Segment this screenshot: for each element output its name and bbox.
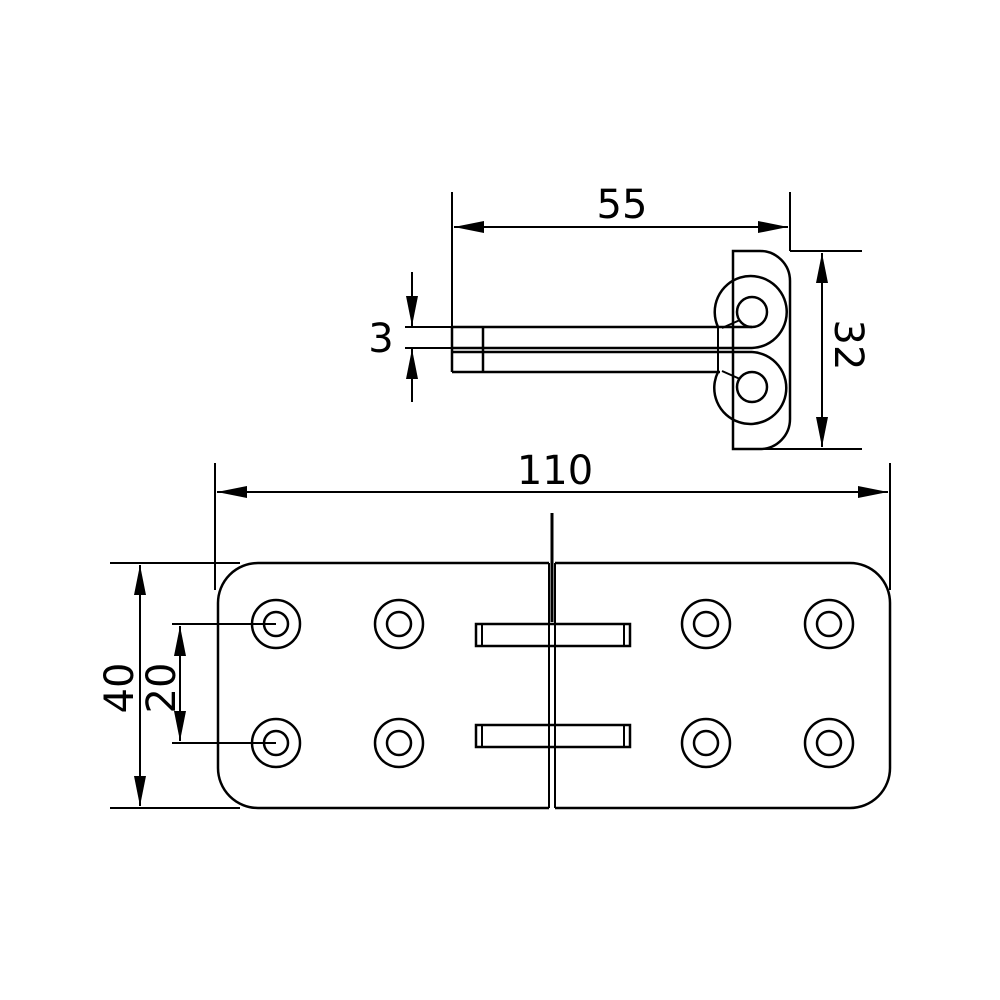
side-view: 55 32 3 (368, 182, 871, 451)
dimension-label-55: 55 (597, 182, 648, 228)
screw-hole (680, 717, 732, 769)
dimension-label-110: 110 (517, 448, 593, 494)
dimension-label-40: 40 (97, 663, 143, 714)
screw-hole (373, 598, 425, 650)
dimension-length-55: 55 (451, 182, 791, 327)
knuckle-slot (474, 723, 632, 749)
dimension-label-3: 3 (368, 316, 393, 362)
screw-hole (803, 717, 855, 769)
dimension-label-32: 32 (825, 320, 871, 371)
dimension-height-32: 32 (760, 250, 871, 450)
dimension-width-110: 110 (214, 448, 891, 590)
bracket-back (731, 249, 792, 451)
screw-hole (803, 598, 855, 650)
dimension-height-40: 40 (97, 562, 240, 809)
dimension-label-20: 20 (139, 663, 185, 714)
leaf-plates-side (450, 325, 752, 374)
screw-hole (373, 717, 425, 769)
knuckle-slot (474, 622, 632, 648)
knuckle-loop-upper (713, 274, 788, 350)
screw-hole (680, 598, 732, 650)
knuckle-loop-lower (713, 350, 788, 426)
front-view: 110 40 20 (97, 448, 892, 811)
dimension-thickness-3: 3 (368, 272, 452, 402)
dimension-hole-spacing-20: 20 (139, 623, 276, 744)
screw-holes (250, 598, 855, 769)
